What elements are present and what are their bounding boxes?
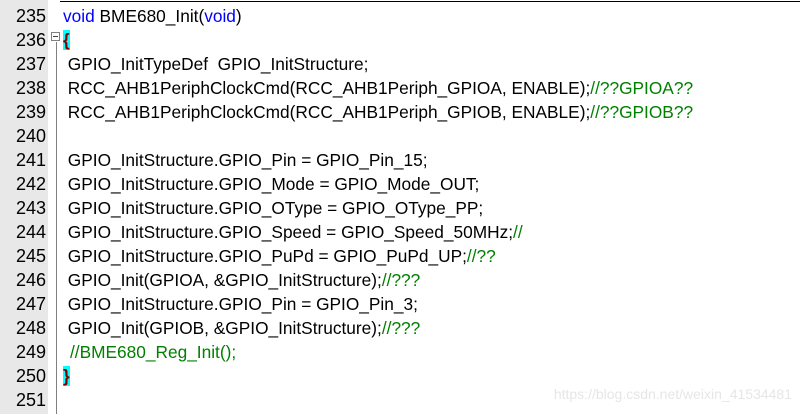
line-number: 240 xyxy=(15,126,46,146)
code-text: GPIO_InitStructure.GPIO_PuPd = GPIO_PuPd… xyxy=(63,244,496,268)
line-number: 245 xyxy=(15,246,46,266)
line-number-gutter xyxy=(0,0,48,414)
code-comment: //??GPIOA?? xyxy=(590,78,694,98)
line-number: 250 xyxy=(15,366,46,386)
line-number: 239 xyxy=(15,102,46,122)
matched-brace-close: } xyxy=(63,366,70,386)
code-line[interactable]: 239 RCC_AHB1PeriphClockCmd(RCC_AHB1Perip… xyxy=(0,100,800,124)
line-number: 236 xyxy=(15,30,46,50)
line-number: 235 xyxy=(15,6,46,26)
code-line[interactable]: 240 xyxy=(0,124,800,148)
line-number: 243 xyxy=(15,198,46,218)
code-statement: GPIO_InitStructure.GPIO_Mode = GPIO_Mode… xyxy=(63,174,480,194)
fold-range-line xyxy=(56,42,57,414)
code-line[interactable]: 250 } xyxy=(0,364,800,388)
code-statement: GPIO_InitStructure.GPIO_OType = GPIO_OTy… xyxy=(63,198,484,218)
code-statement: GPIO_Init(GPIOB, &GPIO_InitStructure); xyxy=(63,318,382,338)
code-line[interactable]: 244 GPIO_InitStructure.GPIO_Speed = GPIO… xyxy=(0,220,800,244)
code-comment: //??? xyxy=(381,270,421,290)
code-line[interactable]: 235 void BME680_Init(void) xyxy=(0,4,800,28)
code-statement: RCC_AHB1PeriphClockCmd(RCC_AHB1Periph_GP… xyxy=(63,102,591,122)
code-text: GPIO_InitStructure.GPIO_Speed = GPIO_Spe… xyxy=(63,220,523,244)
code-statement: GPIO_InitStructure.GPIO_Pin = GPIO_Pin_1… xyxy=(63,150,428,170)
code-text: GPIO_Init(GPIOA, &GPIO_InitStructure);//… xyxy=(63,268,420,292)
code-text: //BME680_Reg_Init(); xyxy=(70,340,236,364)
line-number: 246 xyxy=(15,270,46,290)
code-line[interactable]: 247 GPIO_InitStructure.GPIO_Pin = GPIO_P… xyxy=(0,292,800,316)
code-text: GPIO_InitTypeDef GPIO_InitStructure; xyxy=(63,52,369,76)
fold-collapse-icon[interactable] xyxy=(51,32,60,41)
line-number: 242 xyxy=(15,174,46,194)
code-text: void BME680_Init(void) xyxy=(63,4,242,28)
code-statement: RCC_AHB1PeriphClockCmd(RCC_AHB1Periph_GP… xyxy=(63,78,591,98)
code-text: GPIO_InitStructure.GPIO_Mode = GPIO_Mode… xyxy=(63,172,480,196)
code-comment: //BME680_Reg_Init(); xyxy=(70,342,237,362)
code-text: GPIO_InitStructure.GPIO_Pin = GPIO_Pin_3… xyxy=(63,292,418,316)
line-number: 249 xyxy=(15,342,46,362)
code-line[interactable]: 237 GPIO_InitTypeDef GPIO_InitStructure; xyxy=(0,52,800,76)
previous-line-edge xyxy=(60,1,800,2)
code-statement: GPIO_InitStructure.GPIO_PuPd = GPIO_PuPd… xyxy=(63,246,467,266)
fold-margin xyxy=(48,0,58,414)
code-text: { xyxy=(63,28,70,52)
code-line[interactable]: 251 xyxy=(0,388,800,412)
function-name: BME680_Init( xyxy=(99,6,205,26)
line-number: 248 xyxy=(15,318,46,338)
line-number: 247 xyxy=(15,294,46,314)
matched-brace-open: { xyxy=(63,30,70,50)
code-line[interactable]: 243 GPIO_InitStructure.GPIO_OType = GPIO… xyxy=(0,196,800,220)
code-text: GPIO_Init(GPIOB, &GPIO_InitStructure);//… xyxy=(63,316,420,340)
code-comment: //??GPIOB?? xyxy=(590,102,694,122)
code-statement: GPIO_InitStructure.GPIO_Pin = GPIO_Pin_3… xyxy=(63,294,418,314)
code-line[interactable]: 245 GPIO_InitStructure.GPIO_PuPd = GPIO_… xyxy=(0,244,800,268)
code-line[interactable]: 246 GPIO_Init(GPIOA, &GPIO_InitStructure… xyxy=(0,268,800,292)
code-statement: GPIO_InitStructure.GPIO_Speed = GPIO_Spe… xyxy=(63,222,514,242)
code-text: GPIO_InitStructure.GPIO_OType = GPIO_OTy… xyxy=(63,196,483,220)
code-line[interactable]: 236 { xyxy=(0,28,800,52)
code-comment: //?? xyxy=(466,246,496,266)
code-line[interactable]: 241 GPIO_InitStructure.GPIO_Pin = GPIO_P… xyxy=(0,148,800,172)
keyword: void xyxy=(63,6,95,26)
line-number: 244 xyxy=(15,222,46,242)
code-line[interactable]: 248 GPIO_Init(GPIOB, &GPIO_InitStructure… xyxy=(0,316,800,340)
line-number: 238 xyxy=(15,78,46,98)
code-text: } xyxy=(63,364,70,388)
code-statement: GPIO_InitTypeDef GPIO_InitStructure; xyxy=(63,54,369,74)
code-comment: //??? xyxy=(381,318,421,338)
code-line[interactable]: 249 //BME680_Reg_Init(); xyxy=(0,340,800,364)
watermark: https://blog.csdn.net/weixin_41534481 xyxy=(553,386,792,402)
code-text: GPIO_InitStructure.GPIO_Pin = GPIO_Pin_1… xyxy=(63,148,428,172)
line-number: 251 xyxy=(15,390,46,410)
code-text: RCC_AHB1PeriphClockCmd(RCC_AHB1Periph_GP… xyxy=(63,76,693,100)
paren: ) xyxy=(235,6,242,26)
code-text: RCC_AHB1PeriphClockCmd(RCC_AHB1Periph_GP… xyxy=(63,100,693,124)
line-number: 241 xyxy=(15,150,46,170)
line-number: 237 xyxy=(15,54,46,74)
code-line[interactable]: 242 GPIO_InitStructure.GPIO_Mode = GPIO_… xyxy=(0,172,800,196)
code-line[interactable]: 238 RCC_AHB1PeriphClockCmd(RCC_AHB1Perip… xyxy=(0,76,800,100)
code-comment: // xyxy=(513,222,523,242)
keyword: void xyxy=(204,6,236,26)
code-statement: GPIO_Init(GPIOA, &GPIO_InitStructure); xyxy=(63,270,382,290)
